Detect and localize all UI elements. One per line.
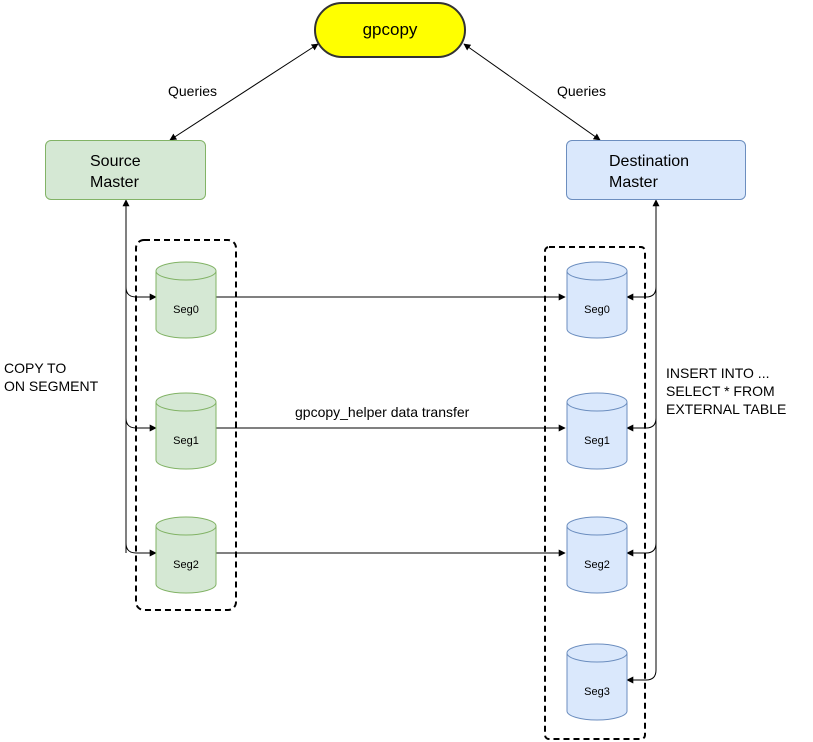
destination-segment-2 [566,516,628,594]
dest-tap-seg2 [626,542,657,557]
gpcopy-label: gpcopy [362,20,418,39]
source-tap-seg2 [125,542,157,557]
source-segment-1 [155,392,217,470]
queries-label-right: Queries [557,83,607,99]
gpcopy-node: gpcopy [314,2,466,58]
queries-label-left: Queries [168,83,218,99]
source-segment-1-label: Seg1 [173,435,199,447]
source-master-node: Source Master [45,140,206,200]
destination-segment-3-label: Seg3 [584,686,610,698]
destination-segment-1 [566,392,628,470]
destination-segment-2-label: Seg2 [584,559,610,571]
destination-segment-0 [566,261,628,339]
destination-segment-0-label: Seg0 [584,304,610,316]
destination-master-line1: Destination [609,153,690,170]
query-arrow-left [169,43,319,141]
destination-master-line2: Master [609,174,658,191]
query-arrow-right [463,43,601,141]
copy-to-label-line2: ON SEGMENT [4,378,99,394]
destination-segment-group [544,246,646,740]
destination-segment-1-label: Seg1 [584,435,610,447]
source-segment-group [135,239,237,611]
insert-into-label-line3: EXTERNAL TABLE [666,401,787,417]
insert-into-label-line2: SELECT * FROM [666,383,775,399]
dest-tap-seg0 [626,286,657,301]
source-master-line2: Master [90,174,139,191]
source-tap-seg1 [125,417,157,432]
source-segment-0 [155,261,217,339]
source-segment-2 [155,516,217,594]
transfer-label: gpcopy_helper data transfer [295,404,470,420]
copy-to-label-line1: COPY TO [4,360,67,376]
dest-tap-seg3 [626,669,657,684]
source-master-line1: Source [90,153,141,170]
dest-tap-seg1 [626,417,657,432]
insert-into-label-line1: INSERT INTO ... [666,365,770,381]
source-segment-2-label: Seg2 [173,559,199,571]
source-tap-seg0 [125,286,157,301]
source-segment-0-label: Seg0 [173,304,199,316]
destination-segment-3 [566,643,628,721]
destination-master-node: Destination Master [566,140,746,200]
